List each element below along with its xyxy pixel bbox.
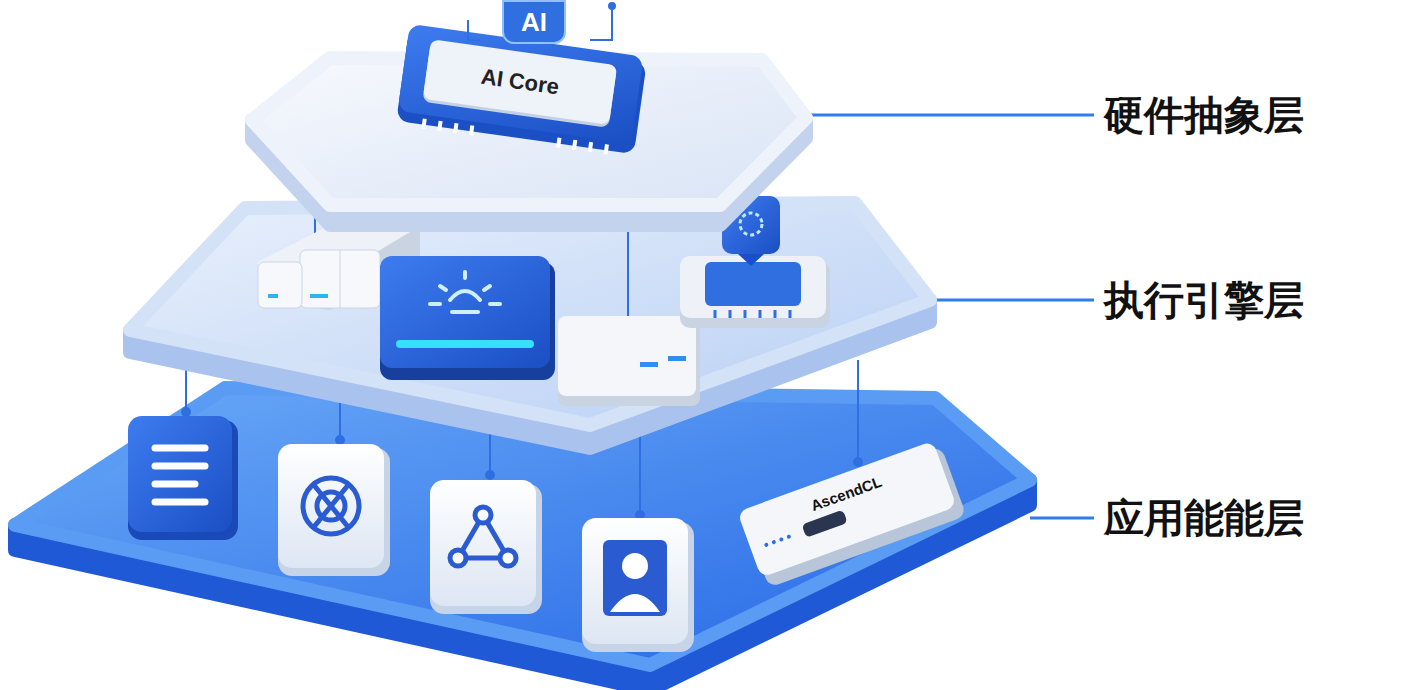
layer-name: 应用能能层 — [1104, 491, 1304, 546]
node-text: AI — [521, 7, 547, 38]
ai-badge: AI — [502, 0, 566, 44]
layer-name: 硬件抽象层 — [1104, 88, 1304, 143]
layer-name: 执行引擎层 — [1104, 273, 1304, 328]
node-text: AI Core — [479, 64, 560, 101]
